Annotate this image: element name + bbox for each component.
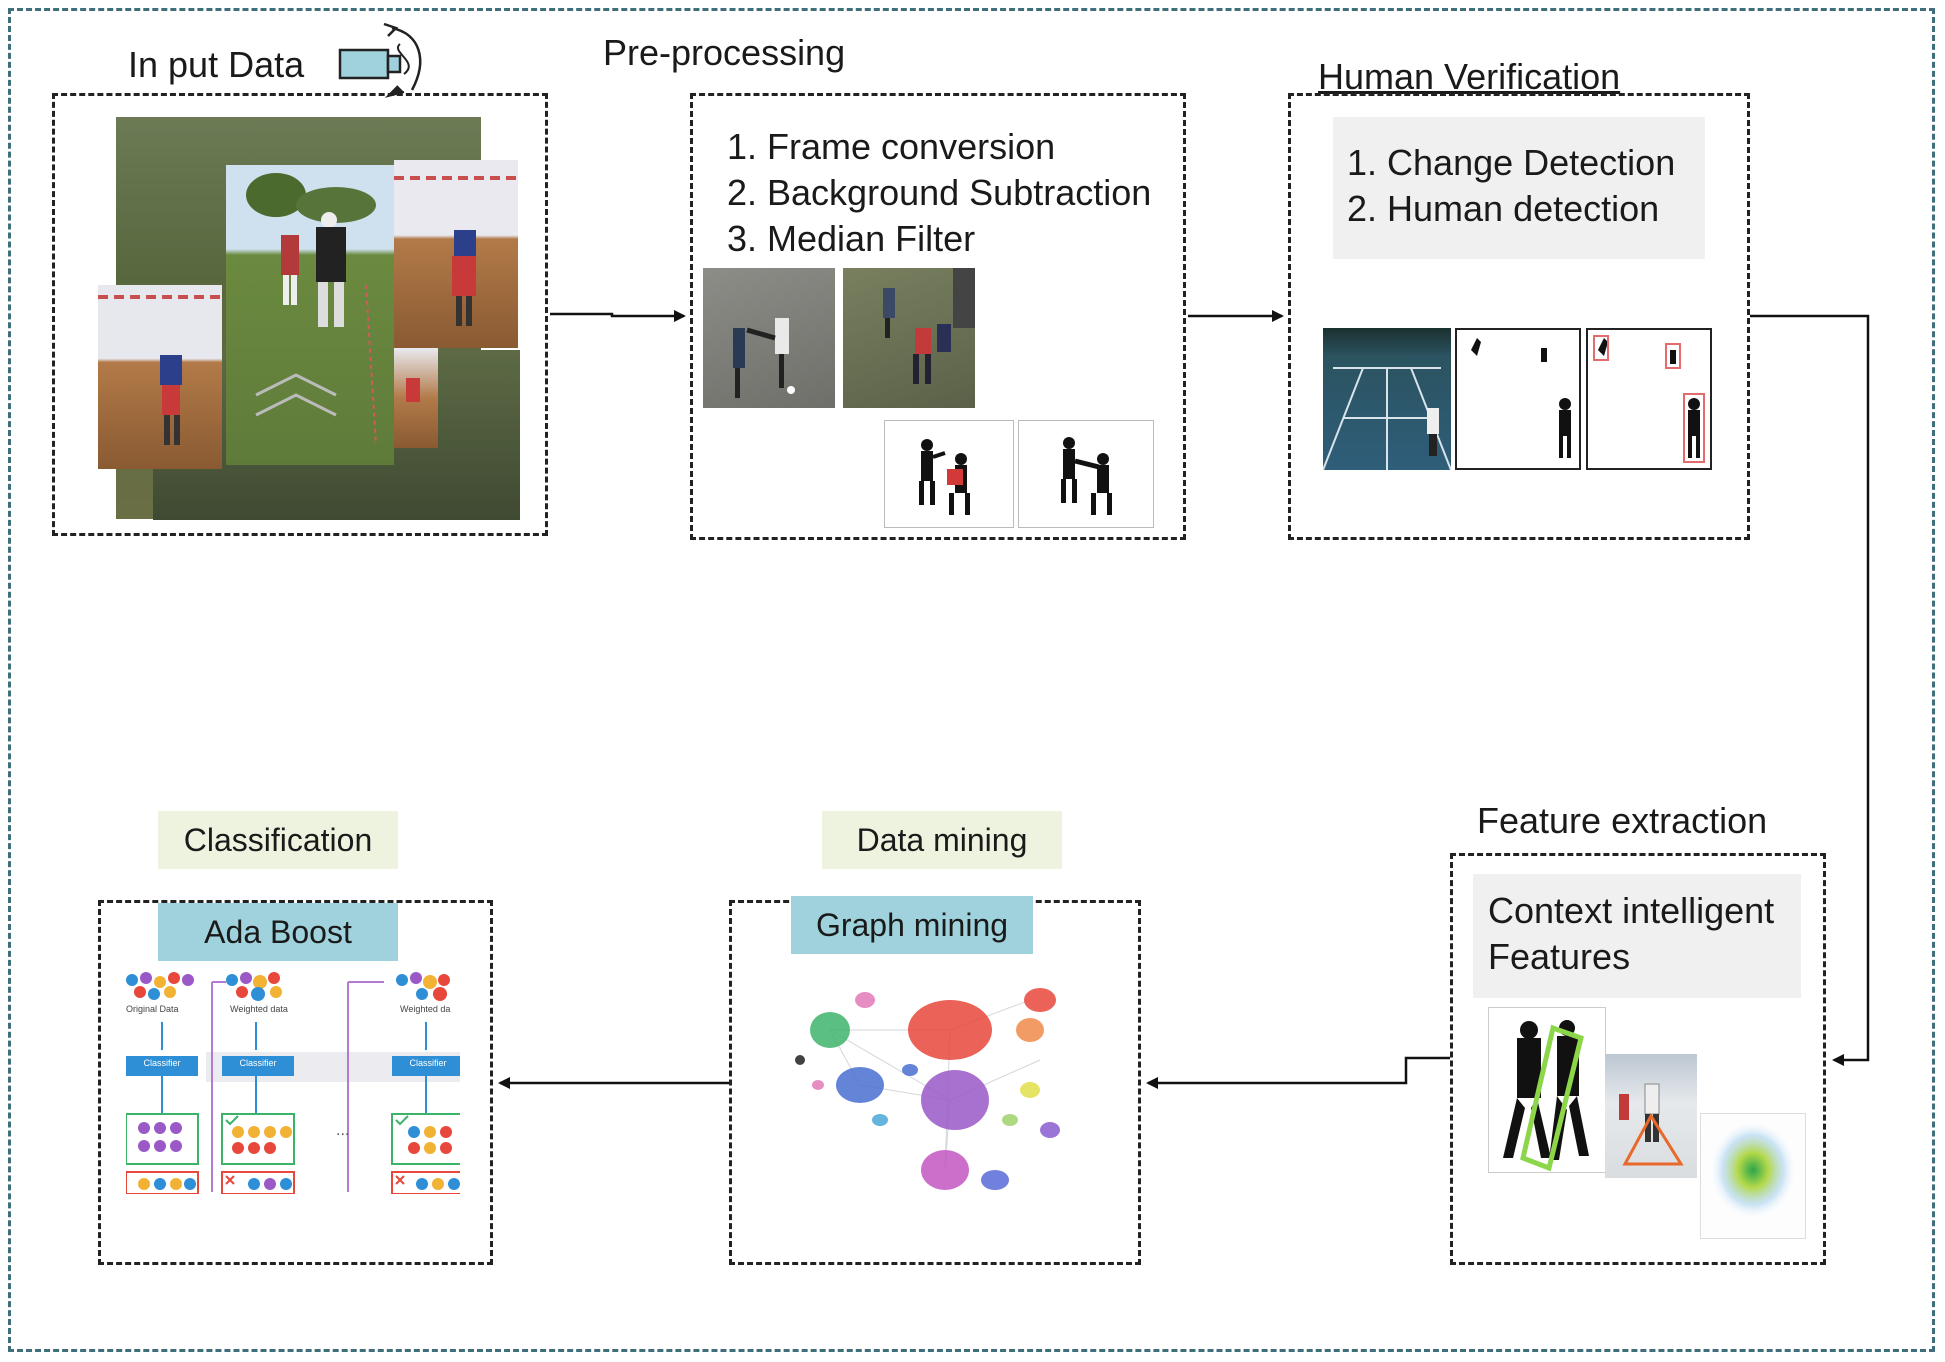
preprocessing-steps: 1. Frame conversion 2. Background Subtra… <box>727 124 1151 262</box>
ada-boost-label: Ada Boost <box>158 903 398 961</box>
feature-heatmap-image <box>1700 1113 1806 1239</box>
feature-extraction-panel <box>1473 874 1801 998</box>
classifier-label-3: Classifier <box>409 1058 447 1068</box>
human-verification-step-1: 1. Change Detection <box>1347 142 1676 183</box>
preprocessing-title: Pre-processing <box>603 32 846 73</box>
preprocessing-step-2: 2. Background Subtraction <box>727 172 1152 213</box>
human-verification-detection-frame <box>1586 328 1712 470</box>
adaboost-ellipsis: ... <box>336 1122 350 1139</box>
data-mining-label: Data mining <box>822 811 1062 869</box>
adaboost-illustration: Original Data Weighted data Weighted da … <box>126 972 460 1194</box>
classification-label: Classification <box>158 811 398 869</box>
graph-mining-label: Graph mining <box>791 896 1033 954</box>
human-verification-panel <box>1333 117 1705 259</box>
feature-extraction-title: Feature extraction <box>1477 800 1768 841</box>
input-frame-gym-right <box>394 160 518 348</box>
feature-extraction-line-1: Context intelligent <box>1488 890 1775 931</box>
classifier-label-1: Classifier <box>143 1058 181 1068</box>
classification-box <box>98 900 493 1265</box>
feature-extraction-panel-text: Context intelligent Features <box>1488 888 1774 980</box>
data-mining-box <box>729 900 1141 1265</box>
feature-extraction-line-2: Features <box>1488 936 1631 977</box>
preprocessing-silhouette-1 <box>884 420 1014 528</box>
adaboost-mini-label-1: Original Data <box>126 1004 179 1014</box>
human-verification-title: Human Verification <box>1318 56 1621 97</box>
input-frame-golf <box>226 165 394 465</box>
human-verification-tennis-frame <box>1323 328 1451 470</box>
input-frame-gym-small <box>394 348 438 448</box>
input-data-title: In put Data <box>128 44 305 85</box>
outer-frame <box>8 8 1935 1352</box>
classifier-label-2: Classifier <box>239 1058 277 1068</box>
input-frame-gym-left <box>98 285 222 469</box>
human-verification-step-2: 2. Human detection <box>1347 188 1660 229</box>
preprocessing-frame-fight <box>843 268 975 408</box>
adaboost-mini-label-3: Weighted da <box>400 1004 451 1014</box>
preprocessing-frame-kick <box>703 268 835 408</box>
preprocessing-step-1: 1. Frame conversion <box>727 126 1056 167</box>
feature-silhouette-image <box>1488 1007 1606 1173</box>
human-verification-box <box>1288 93 1750 540</box>
human-verification-steps: 1. Change Detection 2. Human detection <box>1347 140 1675 232</box>
human-verification-silhouette-frame <box>1455 328 1581 470</box>
feature-ice-hockey-image <box>1605 1054 1697 1178</box>
preprocessing-box <box>690 93 1186 540</box>
preprocessing-step-3: 3. Median Filter <box>727 218 976 259</box>
adaboost-mini-label-2: Weighted data <box>230 1004 288 1014</box>
input-data-box <box>52 93 548 536</box>
preprocessing-silhouette-2 <box>1018 420 1154 528</box>
